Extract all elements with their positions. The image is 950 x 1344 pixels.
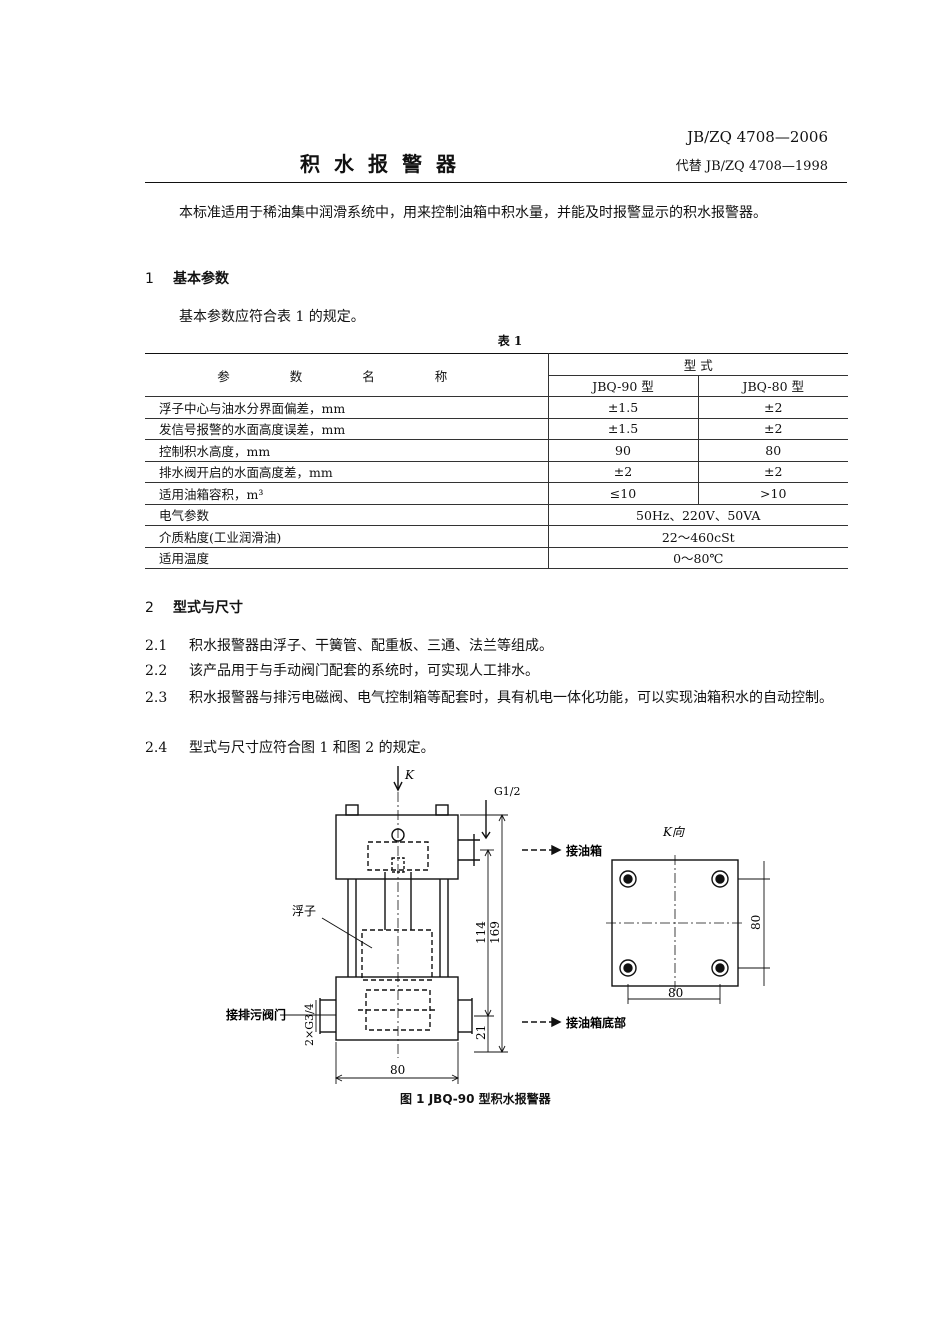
table-header-row: 参 数 名 称 型 式 [145,353,848,397]
row-value-a: ±1.5 [547,418,698,440]
dim-80-arrow-right [451,1074,460,1082]
clause-number: 2.2 [145,663,168,679]
table-subheader-row: JBQ-90 型 JBQ-80 型 [145,375,848,397]
intro-paragraph: 本标准适用于稀油集中润滑系统中，用来控制油箱中积水量，并能及时报警显示的积水报警… [179,205,767,221]
row-value-a: 90 [547,439,698,462]
k-view-bolt [711,959,729,977]
counterweight-plate [367,841,429,871]
type-header: 型 式 [547,353,848,376]
section-2-title: 型式与尺寸 [173,600,243,616]
row-value-b: >10 [697,482,848,505]
drain-valve-label: 接排污阀门 [226,1007,286,1022]
col-a-header: JBQ-90 型 [547,375,698,397]
clause-text: 该产品用于与手动阀门配套的系统时，可实现人工排水。 [189,663,539,679]
reed-switch-housing [391,857,405,873]
k-view-bolt [619,959,637,977]
float-shape [361,929,433,981]
row-name: 电气参数 [145,504,548,526]
top-bolt-left [345,804,359,816]
row-value-a: ±1.5 [547,396,698,419]
top-hole [391,828,405,842]
replaces-standard: 代替 JB/ZQ 4708—1998 [675,159,828,174]
to-tank-bottom-label: 接油箱底部 [566,1015,626,1030]
row-value-a: ±2 [547,461,698,483]
table-row: 电气参数 50Hz、220V、50VA [145,504,848,526]
section-1-number: 1 [145,271,154,287]
section-1-heading: 1 基本参数 [145,268,229,288]
g12-leader-head [481,831,491,840]
row-merged-value: 0～80℃ [547,547,848,569]
clause-2-3: 2.3 积水报警器与排污电磁阀、电气控制箱等配套时，具有机电一体化功能，可以实现油… [145,686,848,710]
clause-number: 2.3 [145,690,168,706]
dim-114-label: 114 [474,921,488,944]
dim-21-label: 21 [474,1025,488,1040]
row-name: 介质粘度(工业润滑油) [145,525,548,548]
k-view-title: K向 [662,825,685,839]
table-row: 控制积水高度，mm 90 80 [145,439,848,462]
dim-169-arrow-top [498,813,506,822]
document-title: 积水报警器 [300,152,470,176]
float-label: 浮子 [292,904,316,918]
section-2-number: 2 [145,600,154,616]
to-tank-label: 接油箱 [566,843,602,858]
section-1-title: 基本参数 [173,271,229,287]
row-name: 控制积水高度，mm [145,439,548,462]
k-view-bolt [619,870,637,888]
clause-number: 2.1 [145,638,168,654]
to-tank-bottom-arrow-head [551,1016,562,1028]
dim-114-arrow-top [484,848,492,857]
row-name: 浮子中心与油水分界面偏差，mm [145,396,548,419]
dim-169-arrow-bottom [498,1045,506,1054]
row-name: 适用温度 [145,547,548,569]
table-row: 介质粘度(工业润滑油) 22～460cSt [145,525,848,548]
clause-number: 2.4 [145,740,168,756]
section-1-text: 基本参数应符合表 1 的规定。 [179,309,365,325]
clause-2-2: 2.2 该产品用于与手动阀门配套的系统时，可实现人工排水。 [145,659,848,683]
k-dim-w-label: 80 [668,986,683,1000]
g12-label: G1/2 [494,785,521,798]
top-housing [335,814,459,880]
thread-side-label: 2×G3/4 [303,1003,316,1046]
row-value-a: ≤10 [547,482,698,505]
clause-text: 积水报警器由浮子、干簧管、配重板、三通、法兰等组成。 [189,638,553,654]
section-2-heading: 2 型式与尺寸 [145,597,243,617]
tee-body [335,976,459,1041]
row-value-b: ±2 [697,461,848,483]
table-1-caption: 表 1 [497,334,523,348]
clause-text: 型式与尺寸应符合图 1 和图 2 的规定。 [189,740,435,756]
header-rule [145,182,847,183]
k-dim-h-label: 80 [749,915,763,930]
k-arrow-head [393,781,403,792]
row-name: 适用油箱容积，m³ [145,482,548,505]
col-b-header: JBQ-80 型 [697,375,848,397]
top-bolt-right [435,804,449,816]
to-tank-arrow-head [551,844,562,856]
clause-text: 积水报警器与排污电磁阀、电气控制箱等配套时，具有机电一体化功能，可以实现油箱积水… [189,690,833,706]
clause-2-1: 2.1 积水报警器由浮子、干簧管、配重板、三通、法兰等组成。 [145,634,848,658]
k-label: K [404,768,415,782]
table-row: 发信号报警的水面高度误差，mm ±1.5 ±2 [145,418,848,440]
row-value-b: ±2 [697,418,848,440]
table-row: 浮子中心与油水分界面偏差，mm ±1.5 ±2 [145,396,848,419]
row-value-b: ±2 [697,396,848,419]
row-merged-value: 50Hz、220V、50VA [547,504,848,526]
k-view-bolt [711,870,729,888]
table-row: 适用温度 0～80℃ [145,547,848,569]
row-merged-value: 22～460cSt [547,525,848,548]
dim-169-label: 169 [488,921,502,944]
row-name: 发信号报警的水面高度误差，mm [145,418,548,440]
dim-80-label: 80 [390,1063,405,1077]
param-header: 参 数 名 称 [145,353,548,397]
dim-80-arrow-left [334,1074,343,1082]
row-name: 排水阀开启的水面高度差，mm [145,461,548,483]
figure-1-caption: 图 1 JBQ-90 型积水报警器 [400,1092,551,1106]
standard-number: JB/ZQ 4708—2006 [687,128,828,146]
float-leader [321,917,373,949]
row-value-b: 80 [697,439,848,462]
table-1: 参 数 名 称 型 式 JBQ-90 型 JBQ-80 型 浮子中心与油水分界面… [145,353,848,569]
table-row: 排水阀开启的水面高度差，mm ±2 ±2 [145,461,848,483]
table-row: 适用油箱容积，m³ ≤10 >10 [145,482,848,505]
clause-2-4: 2.4 型式与尺寸应符合图 1 和图 2 的规定。 [145,736,848,760]
